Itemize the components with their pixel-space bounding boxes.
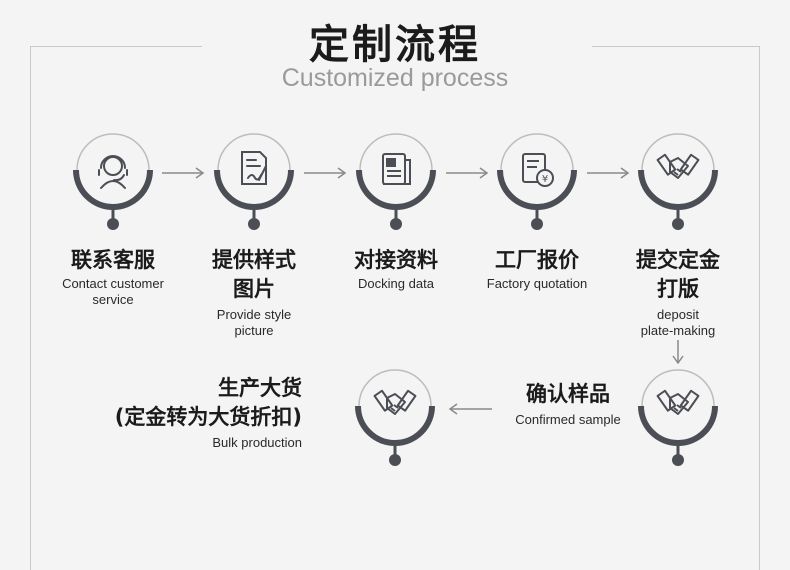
step-node-bulk-production	[355, 366, 435, 468]
handshake-icon	[656, 389, 700, 415]
step-sub-contact-2: service	[92, 292, 134, 307]
quotation-icon: ¥	[522, 153, 554, 187]
step-node-docking-data	[356, 130, 436, 232]
step-sub-deposit-2: plate-making	[640, 323, 716, 338]
step-title-style-1: 提供样式	[212, 248, 296, 272]
arrow-3-4	[446, 164, 490, 183]
page-title: 定制流程	[309, 22, 481, 68]
step-title-contact: 联系客服	[71, 248, 155, 272]
arrow-5-6	[672, 340, 684, 368]
step-sub-style-2: picture	[234, 323, 274, 338]
arrow-1-2	[162, 164, 206, 183]
step-title-bulk-1: 生产大货	[218, 376, 302, 400]
frame-line-top-left	[30, 46, 202, 47]
step-node-deposit	[638, 130, 718, 232]
document-icon	[382, 153, 411, 185]
step-sub-quotation: Factory quotation	[486, 276, 588, 291]
frame-line-top-right	[592, 46, 760, 47]
customer-service-icon	[98, 155, 128, 189]
step-node-confirm-sample	[638, 366, 718, 468]
step-title-confirm: 确认样品	[526, 382, 610, 406]
page-subtitle: Customized process	[281, 64, 509, 92]
step-title-deposit-1: 提交定金	[636, 248, 720, 272]
step-sub-docking: Docking data	[358, 276, 434, 291]
step-title-quotation: 工厂报价	[495, 248, 579, 272]
arrow-4-5	[587, 164, 631, 183]
step-title-docking: 对接资料	[354, 248, 438, 272]
step-sub-deposit-1: deposit	[657, 307, 699, 322]
step-node-contact	[73, 130, 153, 232]
step-node-quotation: ¥	[497, 130, 577, 232]
handshake-icon	[373, 389, 417, 415]
design-picture-icon	[241, 151, 267, 185]
frame-line-right	[759, 46, 760, 570]
step-node-style-picture	[214, 130, 294, 232]
frame-line-left	[30, 46, 31, 570]
step-sub-confirm: Confirmed sample	[515, 412, 621, 427]
step-title-deposit-2: 打版	[657, 277, 699, 301]
step-title-bulk-2: (定金转为大货折扣)	[114, 405, 302, 429]
arrow-6-7	[448, 400, 494, 419]
step-sub-bulk: Bulk production	[212, 435, 302, 450]
step-sub-contact-1: Contact customer	[62, 276, 164, 291]
handshake-icon	[656, 153, 700, 179]
step-title-style-2: 图片	[233, 277, 275, 301]
svg-text:¥: ¥	[542, 174, 548, 185]
step-sub-style-1: Provide style	[216, 307, 292, 322]
arrow-2-3	[304, 164, 348, 183]
